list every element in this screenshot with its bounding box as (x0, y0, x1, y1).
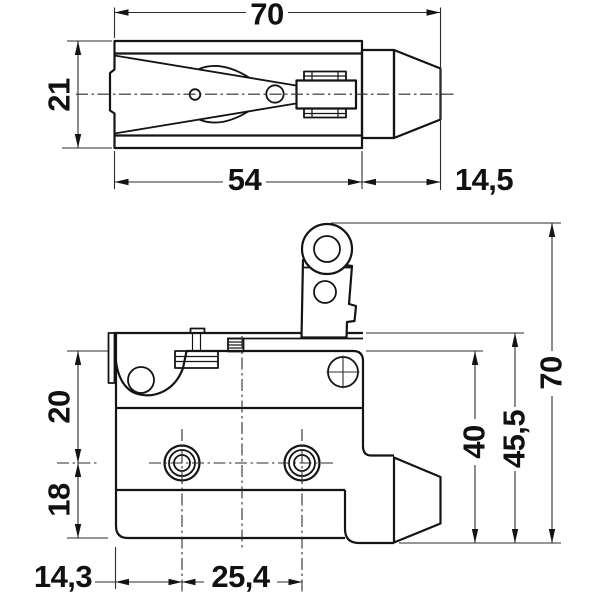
lever-bottom-spring-bump (198, 110, 250, 124)
arrowhead-up (471, 351, 479, 365)
dim-label-70-side: 70 (534, 356, 569, 389)
plunger-mount-block (343, 490, 394, 545)
side-view-body-left-bottom (114, 334, 345, 540)
lever-bottom-edge (114, 102, 297, 135)
lever-arm-body (300, 258, 358, 339)
dim-label-70-top: 70 (250, 0, 283, 32)
arrowhead-down (74, 524, 82, 538)
arrowhead-left (115, 578, 129, 586)
dim-label-21: 21 (42, 78, 77, 112)
dim-label-40: 40 (457, 425, 492, 458)
lever-top-spring-bump (198, 65, 250, 79)
dim-label-20: 20 (42, 390, 77, 423)
dim-label-18: 18 (42, 483, 77, 517)
top-view: 70 21 54 14,5 (42, 0, 514, 197)
dim-top-overall-length: 70 (113, 0, 442, 190)
dim-label-25-4: 25,4 (211, 559, 271, 594)
arrowhead-down (74, 134, 82, 148)
dim-top-body-length: 54 (113, 151, 363, 197)
roller-outer (300, 222, 354, 276)
dim-label-14-5: 14,5 (455, 162, 514, 197)
dim-side-hole-spacing: 25,4 (182, 559, 302, 594)
arrowhead-left (182, 578, 196, 586)
arrowhead-up (548, 223, 556, 237)
dim-side-edge-to-hole: 14,3 (34, 547, 182, 594)
arrowhead-right (426, 178, 441, 186)
dim-top-body-height: 21 (42, 40, 112, 149)
lever-top-edge (114, 54, 297, 87)
arrowhead-down (548, 529, 556, 543)
lever-pivot-hole-large (265, 84, 285, 104)
arrowhead-up (74, 41, 82, 55)
arrowhead-left (362, 178, 376, 186)
arrowhead-down (74, 449, 82, 463)
arrowhead-up (511, 333, 519, 347)
side-view-body-top-right (186, 349, 394, 457)
side-view: 20 18 14,3 25,4 (34, 222, 569, 594)
arrowhead-right (426, 9, 441, 16)
arrowhead-right (168, 578, 182, 586)
plate-left-strip (107, 332, 116, 384)
dim-side-top-to-hole: 20 (42, 350, 108, 464)
hinge-pin-hole (127, 366, 155, 394)
arrowhead-down (511, 529, 519, 543)
roller-bracket-body (295, 79, 358, 110)
dim-side-body-height: 40 (366, 350, 492, 543)
dim-label-54: 54 (228, 162, 263, 197)
plunger-cone-side-view (392, 456, 442, 544)
dim-side-hole-to-bottom: 18 (42, 463, 108, 539)
dim-side-overall-height: 70 (331, 222, 569, 544)
dim-label-45-5: 45,5 (497, 410, 532, 469)
roller-axle-hole (313, 235, 341, 263)
arrowhead-left (114, 178, 129, 186)
plate-tab (189, 327, 206, 334)
arrowhead-up (74, 463, 82, 477)
arrowhead-up (74, 351, 82, 365)
roller-lever-side-view (300, 222, 358, 339)
spring-stack-block (174, 350, 219, 369)
dim-top-plunger-length: 14,5 (362, 162, 514, 197)
dim-label-14-3: 14,3 (34, 559, 93, 594)
arrowhead-right (348, 178, 362, 186)
arrowhead-left (114, 9, 129, 16)
arrowhead-right (288, 578, 302, 586)
lever-mount-hole (313, 280, 337, 304)
arrowhead-down (471, 529, 479, 543)
dim-side-height-with-plate: 45,5 (366, 332, 532, 543)
